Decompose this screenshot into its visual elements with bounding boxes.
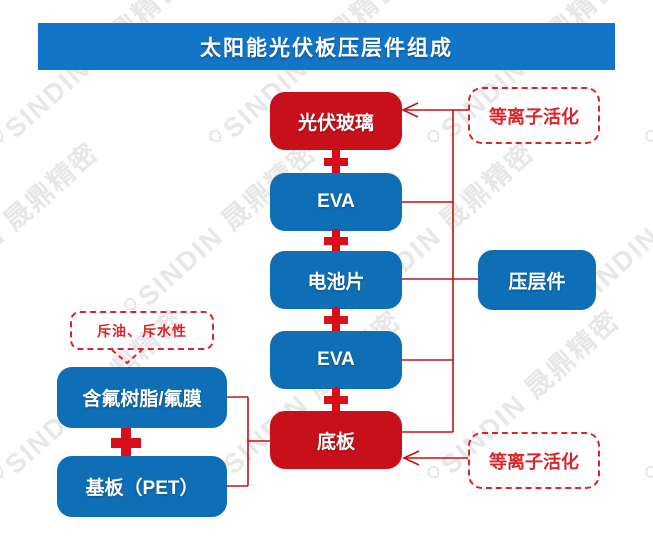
plasma-activation-top-callout: 等离子活化: [468, 87, 600, 144]
repellency-note-callout: 斥油、斥水性: [70, 311, 214, 350]
plus-icon: [324, 229, 348, 253]
fluoro-resin-label: 含氟树脂/氟膜: [82, 389, 202, 410]
plasma-activation-top-label: 等离子活化: [489, 106, 579, 127]
stack-box-eva-bottom-label: EVA: [317, 349, 355, 370]
plus-icon: [324, 388, 348, 412]
plasma-activation-bottom-label: 等离子活化: [489, 451, 579, 472]
arrowhead-top-icon: [401, 102, 419, 118]
plus-icon: [111, 428, 141, 458]
dashed-arrow-down-icon: [111, 349, 143, 365]
stack-box-eva-bottom: EVA: [270, 331, 402, 389]
stack-box-pv-glass-label: 光伏玻璃: [297, 112, 374, 134]
substrate-pet-label: 基板（PET）: [85, 478, 199, 499]
laminate-label: 压层件: [508, 271, 566, 293]
stack-box-cell-label: 电池片: [307, 271, 365, 293]
arrowhead-bottom-icon: [402, 450, 420, 466]
page-title: 太阳能光伏板压层件组成: [200, 36, 453, 60]
stack-box-eva-top: EVA: [270, 173, 402, 231]
repellency-note-label: 斥油、斥水性: [97, 322, 187, 339]
stack-box-backsheet-label: 底板: [316, 431, 355, 453]
substrate-pet-box: 基板（PET）: [57, 456, 227, 517]
title-bar: 太阳能光伏板压层件组成: [38, 23, 615, 70]
stack-box-pv-glass: 光伏玻璃: [270, 92, 402, 150]
laminate-box: 压层件: [478, 250, 596, 310]
plasma-activation-bottom-callout: 等离子活化: [468, 432, 600, 489]
plus-icon: [324, 308, 348, 332]
stack-box-eva-top-label: EVA: [317, 191, 355, 212]
plus-icon: [324, 150, 348, 174]
fluoro-resin-box: 含氟树脂/氟膜: [57, 367, 227, 428]
stack-box-backsheet: 底板: [270, 411, 402, 469]
stack-box-cell: 电池片: [270, 251, 402, 309]
